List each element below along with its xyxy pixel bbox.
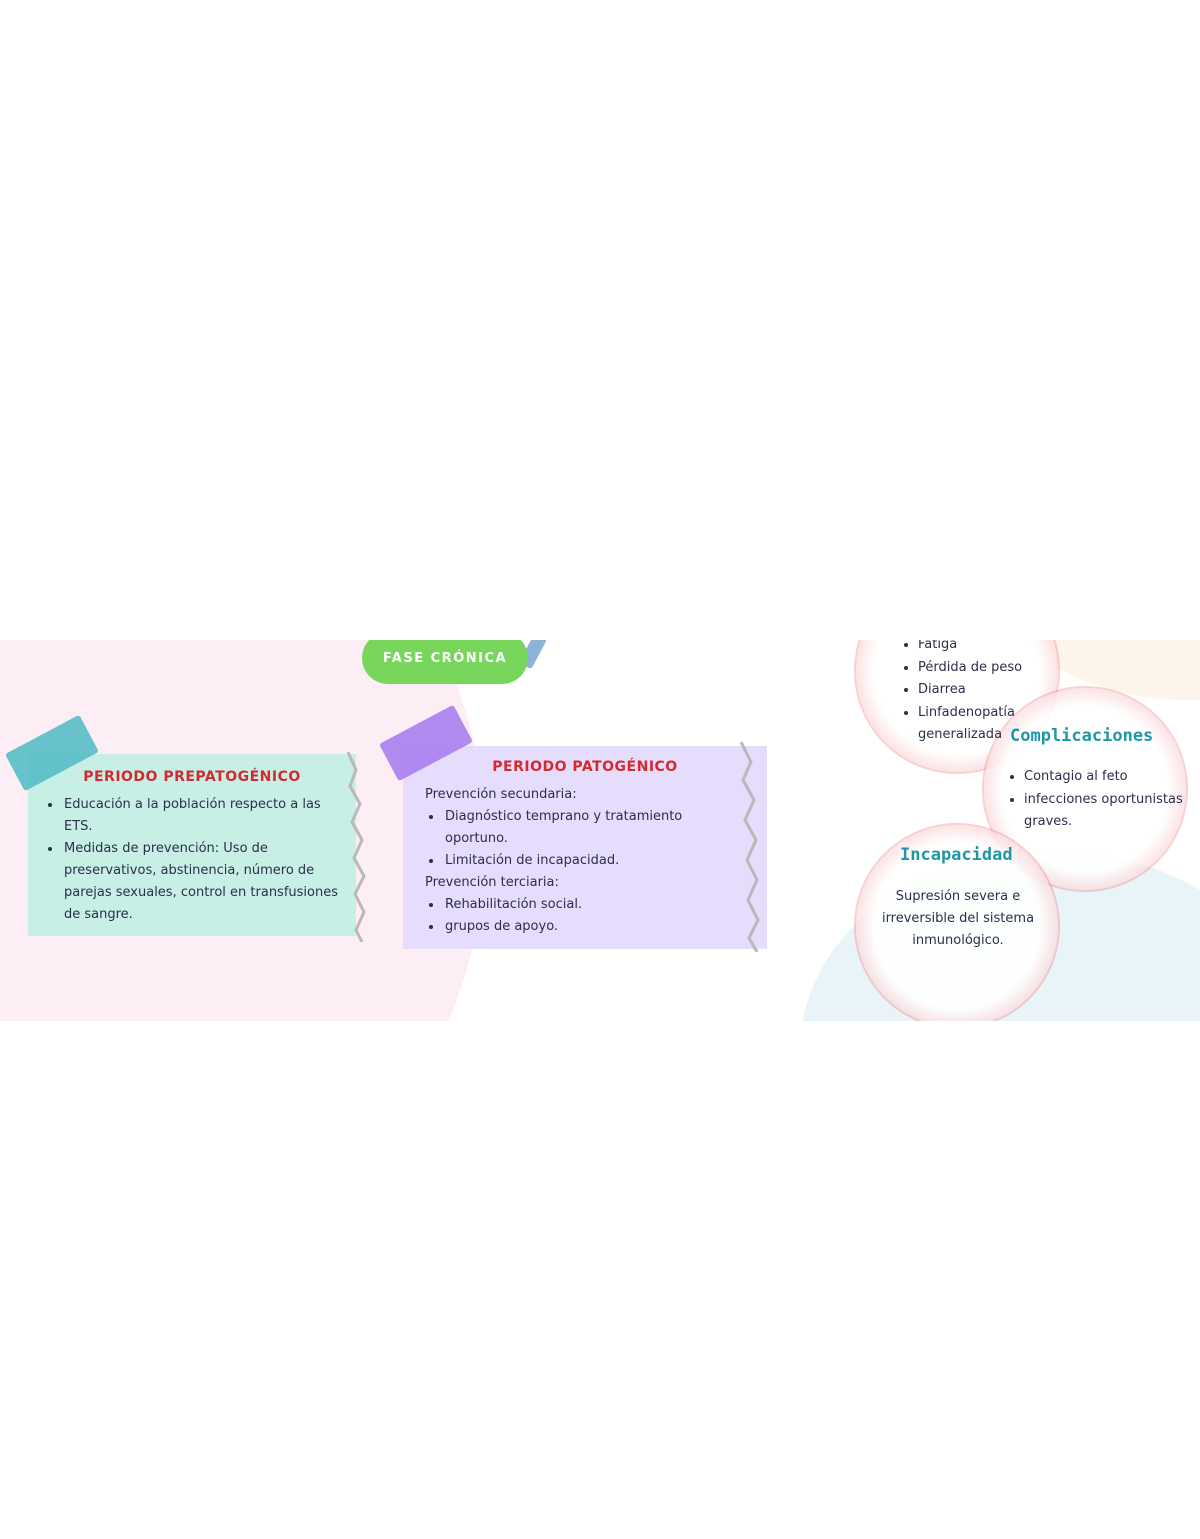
sintomas-list: Fatiga Pérdida de peso Diarrea Linfadeno… (902, 640, 1058, 747)
complicaciones-title: Complicaciones (1010, 726, 1154, 746)
torn-edge-decoration (739, 742, 760, 952)
prepatogenico-note: PERIODO PREPATOGÉNICO Educación a la pob… (28, 752, 366, 942)
list-item: Pérdida de peso (918, 657, 1058, 680)
patogenico-note: PERIODO PATOGÉNICO Prevención secundaria… (403, 742, 767, 952)
list-item: Contagio al feto (1024, 766, 1184, 789)
prepatogenico-title: PERIODO PREPATOGÉNICO (83, 769, 301, 785)
prevencion-terciaria-label: Prevención terciaria: (425, 875, 559, 890)
list-item: Medidas de prevención: Uso de preservati… (62, 838, 340, 926)
list-item: Limitación de incapacidad. (443, 850, 745, 872)
diagram-canvas: FASE CRÓNICA PERIODO PREPATOGÉNICO Educa… (0, 640, 1200, 1021)
list-item: Linfadenopatía generalizada (918, 702, 1058, 747)
fase-cronica-pill: FASE CRÓNICA (362, 640, 528, 684)
secundaria-list: Diagnóstico temprano y tratamiento oport… (425, 806, 745, 872)
prevencion-secundaria-label: Prevención secundaria: (425, 787, 577, 802)
list-item: infecciones oportunistas graves. (1024, 789, 1184, 834)
incapacidad-title: Incapacidad (900, 845, 1013, 865)
complicaciones-list: Contagio al feto infecciones oportunista… (1008, 766, 1184, 834)
list-item: Diarrea (918, 679, 1058, 702)
prepatogenico-list: Educación a la población respecto a las … (44, 794, 340, 926)
list-item: Rehabilitación social. (443, 894, 745, 916)
torn-edge-decoration (346, 752, 366, 942)
list-item: Fatiga (918, 640, 1058, 657)
list-item: grupos de apoyo. (443, 916, 745, 938)
incapacidad-bubble (856, 825, 1058, 1021)
list-item: Diagnóstico temprano y tratamiento oport… (443, 806, 745, 850)
terciaria-list: Rehabilitación social. grupos de apoyo. (425, 894, 745, 938)
incapacidad-text: Supresión severa e irreversible del sist… (881, 889, 1035, 948)
list-item: Educación a la población respecto a las … (62, 794, 340, 838)
patogenico-title: PERIODO PATOGÉNICO (492, 759, 678, 775)
